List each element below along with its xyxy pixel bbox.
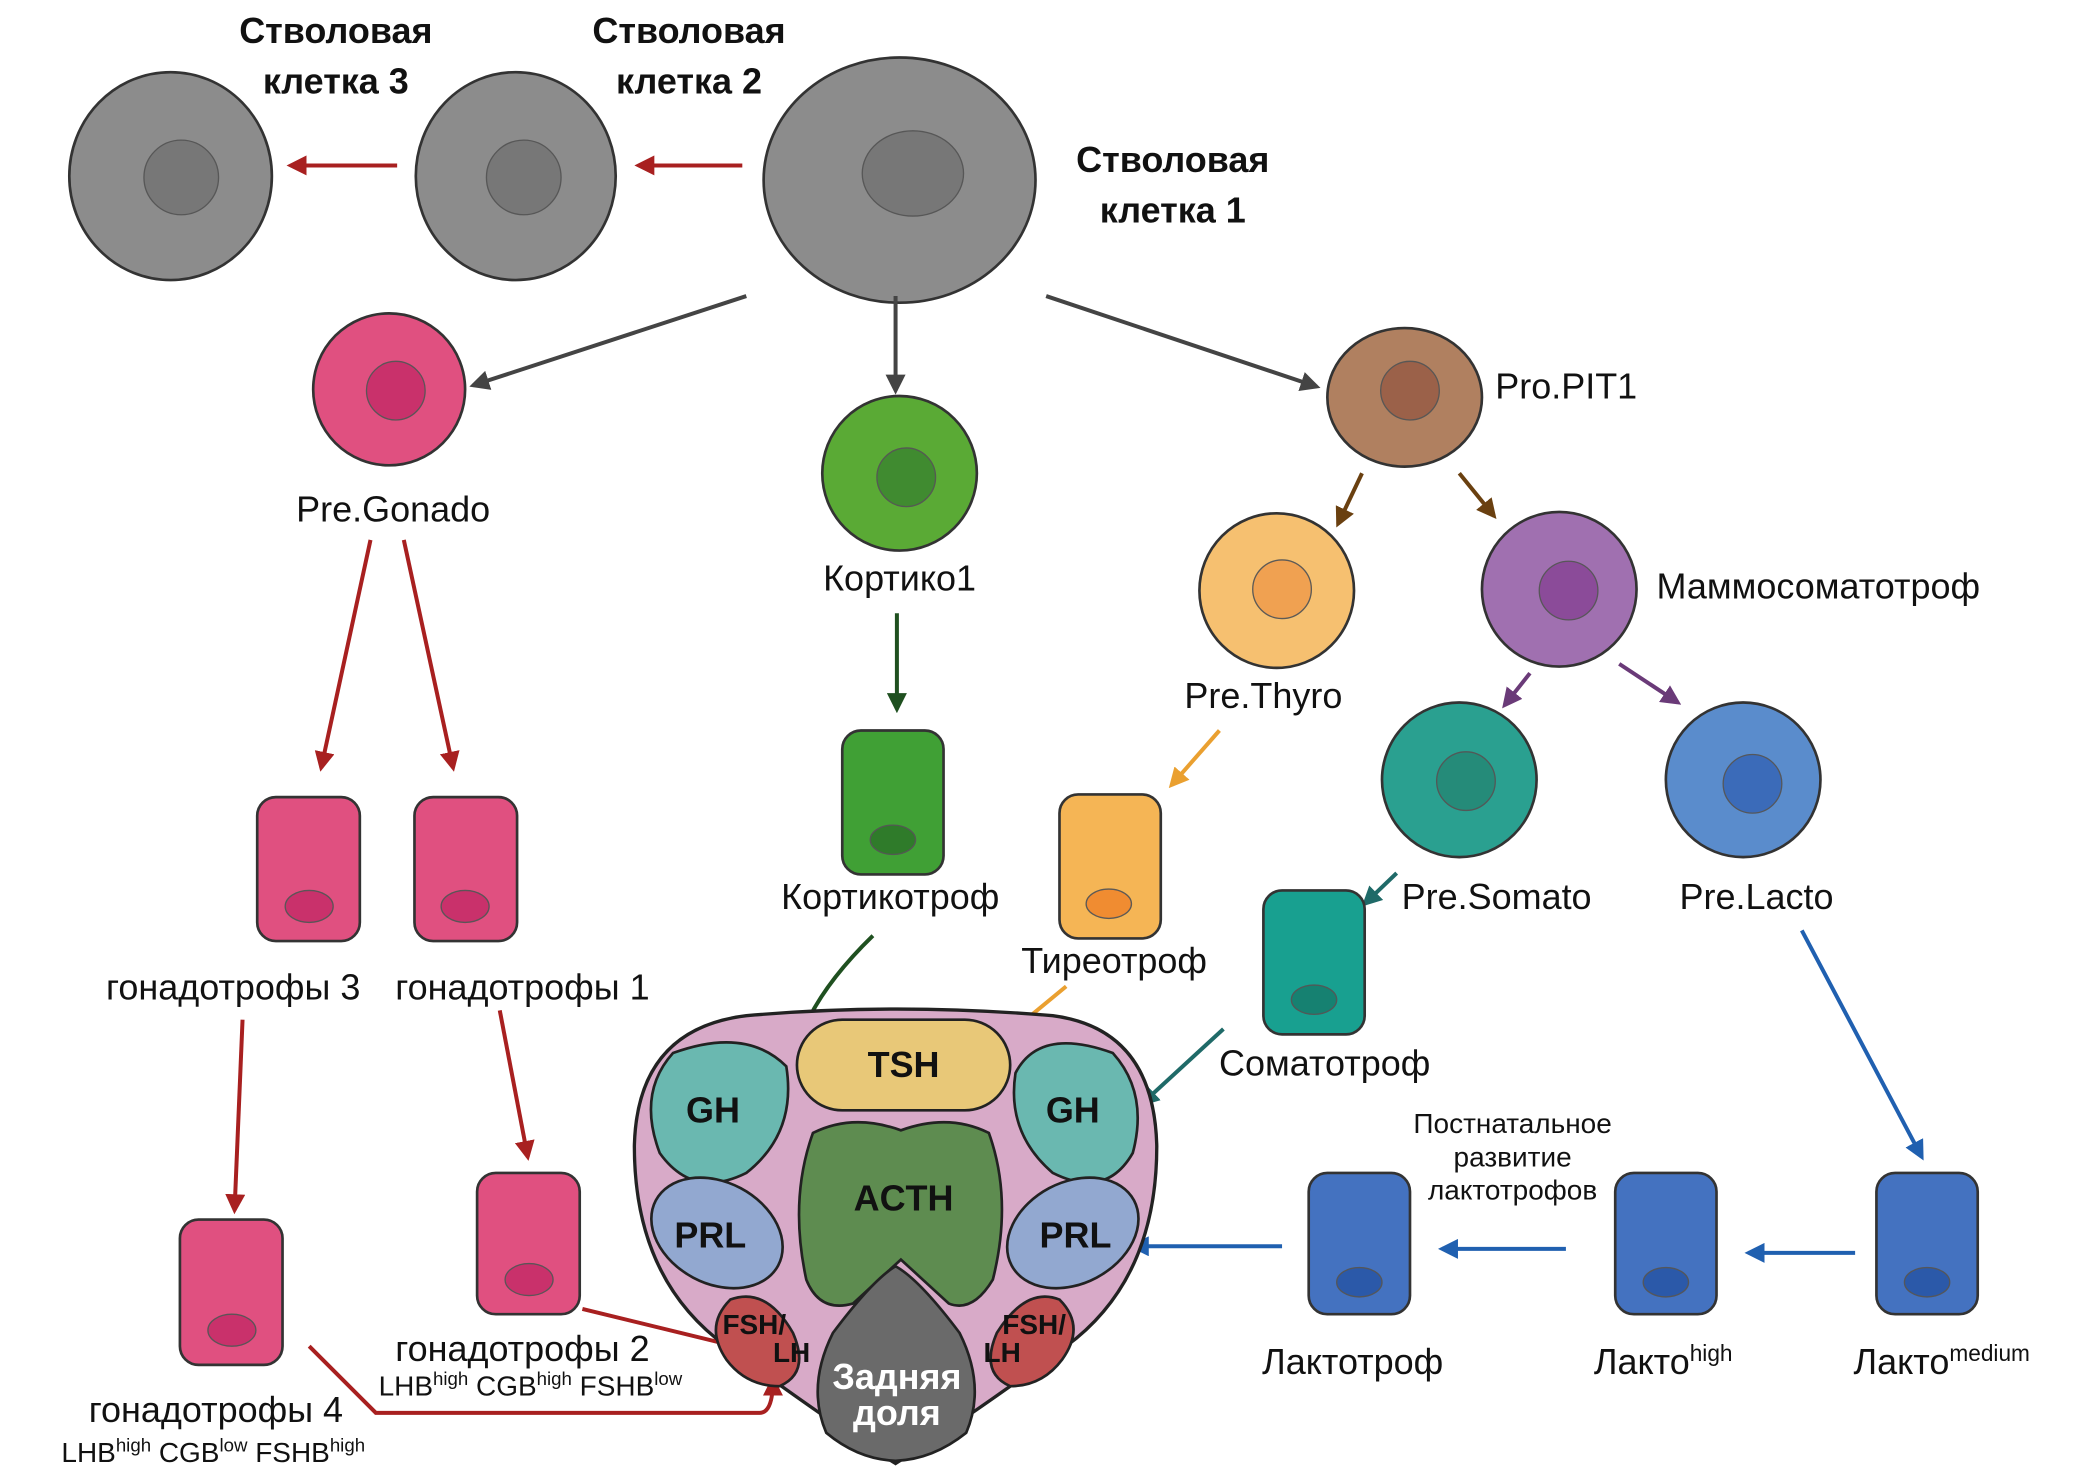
stem-cell-3-label-2: клетка 3 — [263, 60, 409, 101]
stem-cell-3 — [67, 70, 274, 282]
arrow-presomato-to-somatotroph — [1361, 871, 1399, 907]
pre-gonado-label: Pre.Gonado — [296, 488, 490, 529]
stem-cell-2-label-2: клетка 2 — [616, 60, 762, 101]
stem-cell-2 — [414, 70, 618, 282]
fsh-lh-left-label-2: LH — [773, 1337, 810, 1368]
fsh-lh-right-region — [989, 1295, 1075, 1388]
gh-right-label: GH — [1046, 1089, 1100, 1130]
prl-left-region — [650, 1176, 784, 1290]
lacto-high-cell — [1613, 1171, 1718, 1316]
stem-cell-1-label-2: клетка 1 — [1100, 190, 1246, 231]
gonadotroph-2-genes: LHBhigh CGBhigh FSHBlow — [379, 1360, 683, 1402]
arrow-pregonado-to-gonado1 — [401, 539, 460, 772]
arrow-prethyro-to-thyrotroph — [1168, 729, 1221, 789]
prl-right-region — [1005, 1176, 1140, 1290]
acth-region — [797, 1120, 1004, 1307]
arrow-stem1-to-propit1 — [1045, 294, 1321, 392]
fsh-lh-right-label: FSH/ — [1002, 1309, 1066, 1340]
prl-left-label: PRL — [674, 1215, 746, 1256]
gonadotroph-2-label: гонадотрофы 2 — [395, 1328, 649, 1369]
pre-lacto-cell — [1664, 701, 1822, 859]
fsh-lh-right-label-2: LH — [984, 1337, 1021, 1368]
pro-pit1-label: Pro.PIT1 — [1495, 366, 1637, 407]
thyrotroph-cell — [1058, 793, 1163, 940]
thyrotroph-label: Тиреотроф — [1021, 940, 1207, 981]
gonadotroph-1-cell — [413, 795, 519, 943]
pre-thyro-label: Pre.Thyro — [1184, 675, 1342, 716]
cortico1-label: Кортико1 — [823, 558, 976, 599]
gh-right-region — [1012, 1041, 1139, 1184]
pro-pit1-cell — [1326, 326, 1484, 468]
pre-lacto-label: Pre.Lacto — [1680, 876, 1834, 917]
corticotroph-cell — [840, 729, 945, 876]
stem-cell-1-label: Стволовая — [1076, 139, 1269, 180]
pre-thyro-cell — [1198, 511, 1356, 670]
arrow-pregonado-to-gonado3 — [314, 539, 373, 772]
lacto-medium-cell — [1875, 1171, 1980, 1316]
lactotroph-label: Лактотроф — [1262, 1341, 1443, 1382]
posterior-lobe-region — [816, 1264, 977, 1463]
corticotroph-label: Кортикотроф — [781, 876, 999, 917]
stem-cell-1 — [762, 56, 1037, 305]
postnatal-note-1: Постнатальное — [1413, 1108, 1611, 1139]
arrow-propit1-to-mammo — [1457, 472, 1497, 520]
gonadotroph-3-label: гонадотрофы 3 — [106, 967, 360, 1008]
arrow-prelacto-to-lactomedium — [1800, 929, 1924, 1161]
arrow-mammo-to-presomato — [1502, 671, 1532, 709]
arrow-somatotroph-to-gh — [1139, 1027, 1225, 1107]
posterior-lobe-label: Задняя — [832, 1356, 961, 1397]
lactotroph-cell — [1307, 1171, 1412, 1316]
fsh-lh-left-region — [714, 1295, 801, 1388]
gh-left-label: GH — [686, 1089, 740, 1130]
pre-somato-cell — [1380, 701, 1538, 859]
arrow-gonado1-to-gonado2 — [497, 1009, 535, 1161]
gonadotroph-1-label: гонадотрофы 1 — [395, 967, 649, 1008]
mammosomatotroph-label: Маммосоматотроф — [1657, 566, 1981, 607]
acth-label: ACTH — [854, 1177, 954, 1218]
fsh-lh-left-label: FSH/ — [722, 1309, 786, 1340]
arrow-stem1-to-pregonado — [469, 294, 747, 390]
tsh-region — [795, 1018, 1012, 1112]
arrow-propit1-to-prethyro — [1335, 472, 1364, 528]
prl-right-label: PRL — [1040, 1215, 1112, 1256]
arrows — [225, 155, 1924, 1415]
pituitary-gland — [632, 1007, 1159, 1466]
gonadotroph-4-cell — [178, 1218, 284, 1367]
postnatal-note-2: развитие — [1454, 1141, 1572, 1172]
gh-left-region — [649, 1041, 790, 1184]
somatotroph-label: Соматотроф — [1219, 1043, 1430, 1084]
pre-somato-label: Pre.Somato — [1402, 876, 1592, 917]
gonadotroph-2-cell — [475, 1171, 582, 1316]
somatotroph-cell — [1262, 889, 1367, 1036]
cortico1-cell — [820, 394, 979, 552]
stem-cell-2-label: Стволовая — [592, 10, 785, 51]
pre-gonado-cell — [311, 312, 467, 467]
mammosomatotroph-cell — [1480, 510, 1638, 668]
arrow-gonado4-to-fshlh — [307, 1344, 783, 1415]
posterior-lobe-label-2: доля — [853, 1392, 941, 1433]
gonadotroph-4-label: гонадотрофы 4 — [89, 1389, 343, 1430]
tsh-label: TSH — [868, 1044, 940, 1085]
lacto-high-label: Лактоhigh — [1594, 1340, 1733, 1382]
arrow-gonado3-to-gonado4 — [225, 1019, 246, 1215]
arrow-mammo-to-prelacto — [1618, 662, 1682, 705]
postnatal-note-3: лактотрофов — [1428, 1175, 1597, 1206]
lacto-medium-label: Лактоmedium — [1854, 1340, 2030, 1382]
gonadotroph-4-genes: LHBhigh CGBlow FSHBhigh — [61, 1426, 365, 1468]
stem-cell-3-label: Стволовая — [239, 10, 432, 51]
gonadotroph-3-cell — [255, 795, 362, 943]
